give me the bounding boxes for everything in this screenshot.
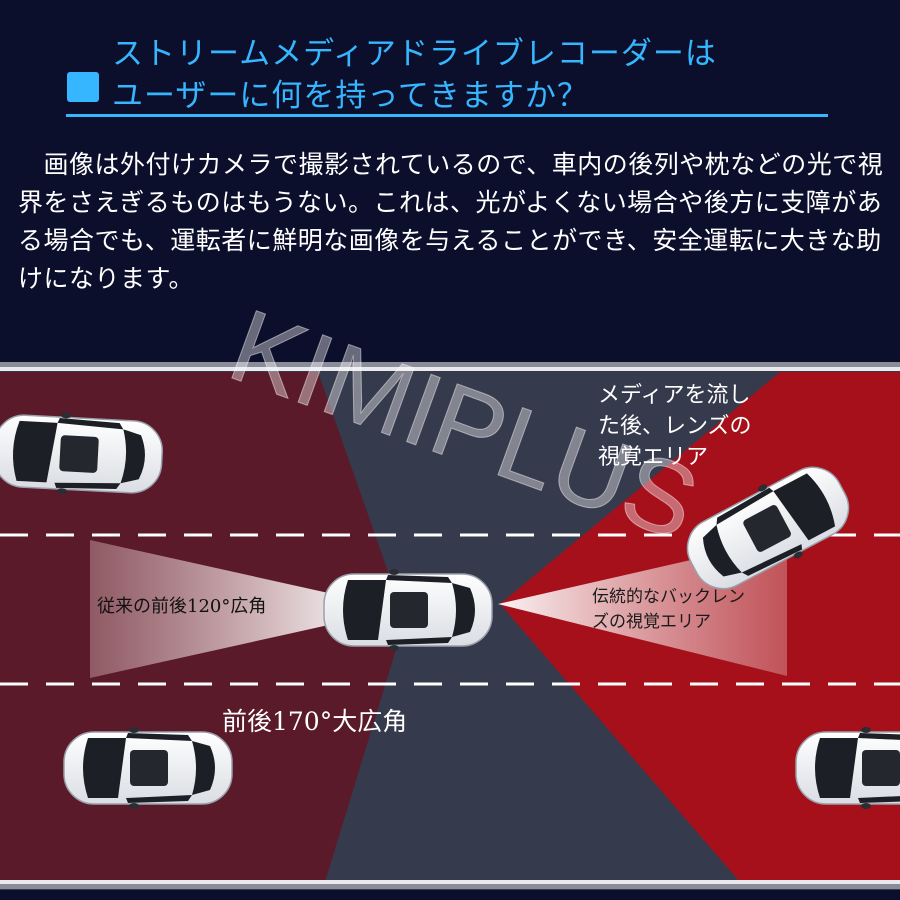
label-wide-170: 前後170°大広角	[222, 707, 408, 736]
label-media-view: メディアを流し た後、レンズの 視覚エリア	[598, 380, 752, 473]
car-bottom-right	[795, 726, 900, 810]
title-line-1: ストリームメディアドライブレコーダーは	[112, 36, 717, 72]
description-paragraph: 画像は外付けカメラで撮影されているので、車内の後列や枕などの光で視界をさえぎるも…	[18, 150, 884, 293]
car-bottom-left	[63, 726, 233, 810]
front-120-view-beam	[90, 540, 360, 678]
label-traditional-view: 伝統的なバックレン ズの視覚エリア	[592, 585, 745, 635]
label-media-line-1: メディアを流し	[598, 383, 751, 408]
car-top-left	[0, 407, 165, 501]
label-traditional-line-2: ズの視覚エリア	[592, 612, 711, 632]
label-front-120: 従来の前後120°広角	[97, 596, 267, 617]
title-line-2: ユーザーに何を持ってきますか？	[112, 78, 589, 114]
label-media-line-2: た後、レンズの	[598, 414, 752, 439]
title-square-icon	[67, 72, 99, 102]
label-traditional-line-1: 伝統的なバックレン	[592, 587, 745, 607]
label-media-line-3: 視覚エリア	[598, 445, 709, 470]
road-diagram	[0, 362, 900, 890]
title-divider	[66, 114, 828, 117]
car-center-recording	[323, 568, 493, 652]
